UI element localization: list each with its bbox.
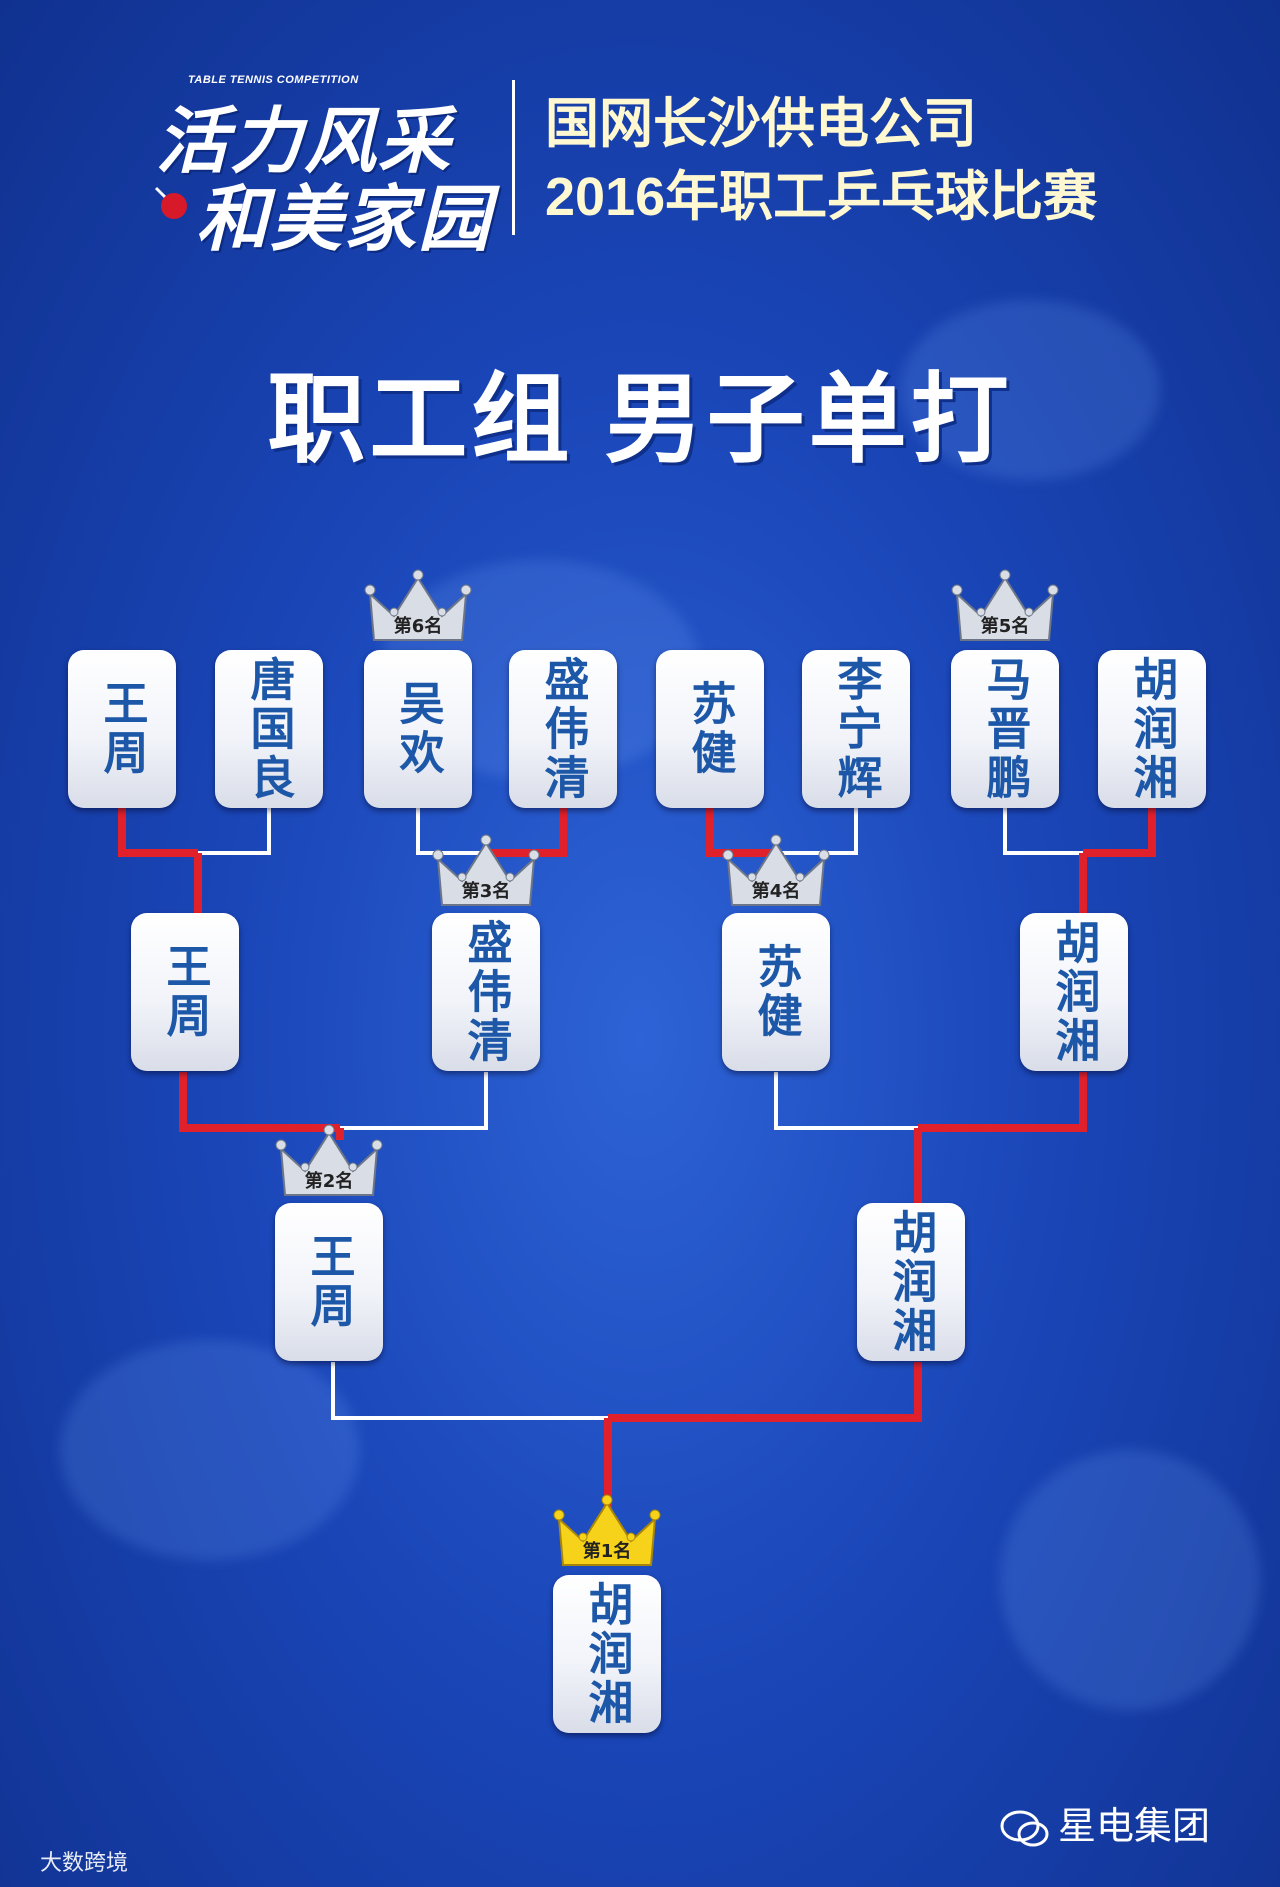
logo-line-2: 和美家园 [196,176,493,261]
bokeh-decoration [60,1340,360,1560]
bracket-line [774,1072,918,1130]
player-card: 苏健 [656,650,764,808]
crown-icon: 第4名 [722,833,830,915]
rank-label: 第1名 [582,1541,632,1562]
player-card: 李宁辉 [802,650,910,808]
player-card: 王周 [131,913,239,1071]
rank-label: 第2名 [304,1171,354,1192]
bracket-line [1083,808,1156,857]
player-name: 马晋鹏 [978,655,1032,803]
player-card: 胡润湘 [857,1203,965,1361]
player-card: 盛伟清 [432,913,540,1071]
rank-label: 第4名 [751,881,801,902]
bracket-line [608,1362,922,1422]
watermark-text: 大数跨境 [40,1851,129,1876]
player-name: 王周 [302,1233,356,1331]
footer-watermark: 大数跨境 [40,1845,128,1877]
champion-card: 胡润湘 [553,1575,661,1733]
page-title: 职工组 男子单打 [267,364,1013,474]
player-card: 唐国良 [215,650,323,808]
organizer-line-1: 国网长沙供电公司 [545,94,977,154]
player-name: 苏健 [749,943,803,1041]
bracket-line [918,1072,1087,1132]
logo-line-1: 活力风采 [156,98,453,183]
player-name: 苏健 [683,680,737,778]
player-name: 李宁辉 [829,655,883,803]
rank-label: 第6名 [393,616,443,637]
header: TABLE TENNIS COMPETITION 活力风采 和美家园 国网长沙供… [0,0,1280,300]
brand-name: 星电集团 [1058,1804,1211,1848]
player-name: 唐国良 [242,655,296,803]
header-divider [512,80,515,235]
player-name: 吴欢 [391,680,445,778]
player-card: 王周 [275,1203,383,1361]
crown-icon: 第2名 [275,1123,383,1205]
player-card: 王周 [68,650,176,808]
rank-label: 第3名 [461,881,511,902]
player-card: 盛伟清 [509,650,617,808]
player-card: 胡润湘 [1020,913,1128,1071]
organizer-title: 国网长沙供电公司 2016年职工乒乓球比赛 [545,88,1097,234]
player-card: 苏健 [722,913,830,1071]
bokeh-decoration [1000,1450,1260,1710]
crown-icon: 第3名 [432,833,540,915]
bokeh-decoration [900,300,1160,480]
player-name: 盛伟清 [536,655,590,803]
bracket-line [1003,808,1083,855]
bracket-line [198,808,271,855]
rank-label: 第5名 [980,616,1030,637]
bracket-line [340,1072,488,1130]
player-name: 王周 [95,680,149,778]
logo-english-text: TABLE TENNIS COMPETITION [188,74,359,86]
bracket-line [179,1072,340,1132]
player-card: 吴欢 [364,650,472,808]
player-name: 胡润湘 [580,1580,634,1728]
bracket-line [118,808,198,857]
organizer-line-2: 2016年职工乒乓球比赛 [545,166,1098,227]
event-logo: TABLE TENNIS COMPETITION 活力风采 和美家园 [148,74,508,261]
bracket-line [331,1362,608,1420]
player-name: 王周 [158,943,212,1041]
player-name: 胡润湘 [1047,918,1101,1066]
player-name: 盛伟清 [459,918,513,1066]
gold-crown-icon: 第1名 [553,1493,661,1575]
ping-pong-paddle-icon [154,186,187,219]
player-name: 胡润湘 [1125,655,1179,803]
player-card: 胡润湘 [1098,650,1206,808]
player-name: 胡润湘 [884,1208,938,1356]
player-card: 马晋鹏 [951,650,1059,808]
footer-brand: 星电集团 [1000,1795,1210,1850]
wechat-icon [1000,1810,1049,1846]
crown-icon: 第6名 [364,568,472,650]
crown-icon: 第5名 [951,568,1059,650]
